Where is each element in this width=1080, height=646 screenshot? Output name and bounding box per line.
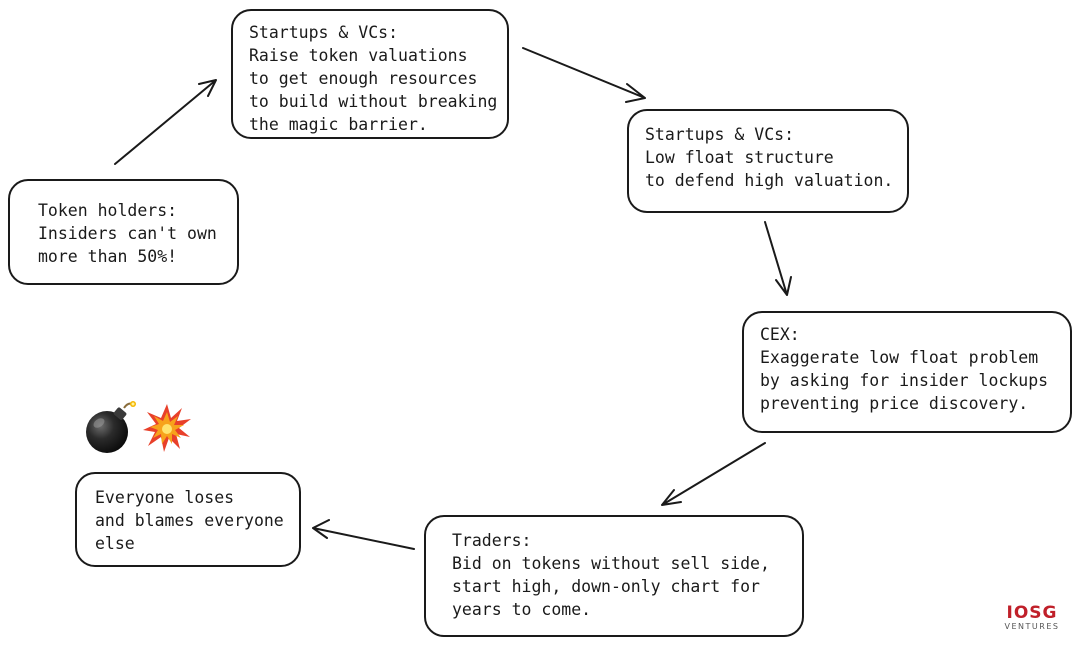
box-text: and blames everyone (95, 511, 284, 530)
box-title: Startups & VCs: (249, 23, 399, 42)
box-traders: Traders: Bid on tokens without sell side… (424, 515, 804, 637)
box-text: Everyone loses (95, 488, 235, 507)
box-text: more than 50%! (38, 247, 178, 266)
box-everyone-loses: Everyone loses and blames everyone else (75, 472, 301, 567)
logo-wordmark: IOSG (1006, 603, 1058, 623)
box-text: Low float structure (645, 148, 834, 167)
box-text: Bid on tokens without sell side, (452, 554, 770, 573)
box-text: Raise token valuations (249, 46, 468, 65)
collision-icon (143, 404, 191, 452)
box-text: years to come. (452, 600, 592, 619)
box-token-holders: Token holders: Insiders can't own more t… (8, 179, 239, 285)
box-text: by asking for insider lockups (760, 371, 1049, 390)
arrow-raise-to-float (522, 47, 646, 103)
logo-subtitle: VENTURES (1004, 622, 1060, 631)
box-text: Exaggerate low float problem (760, 348, 1039, 367)
box-text: preventing price discovery. (760, 394, 1029, 413)
box-text: Insiders can't own (38, 224, 217, 243)
box-text: to get enough resources (249, 69, 478, 88)
box-text: to build without breaking (249, 92, 498, 111)
box-text: else (95, 534, 135, 553)
box-text: the magic barrier. (249, 115, 428, 134)
arrow-traders-to-everyone (312, 519, 415, 550)
box-title: Traders: (452, 531, 532, 550)
box-text: start high, down-only chart for (452, 577, 760, 596)
bomb-icon (86, 401, 136, 453)
box-cex: CEX: Exaggerate low float problem by ask… (742, 311, 1072, 433)
box-text: to defend high valuation. (645, 171, 894, 190)
arrow-cex-to-traders (661, 442, 766, 506)
box-startups-raise: Startups & VCs: Raise token valuations t… (231, 9, 509, 139)
arrow-holders-to-raise (114, 79, 217, 165)
iosg-ventures-logo: IOSG VENTURES (998, 604, 1066, 632)
box-title: Token holders: (38, 201, 178, 220)
arrow-float-to-cex (764, 221, 792, 296)
box-startups-float: Startups & VCs: Low float structure to d… (627, 109, 909, 213)
box-title: CEX: (760, 325, 800, 344)
box-title: Startups & VCs: (645, 125, 795, 144)
